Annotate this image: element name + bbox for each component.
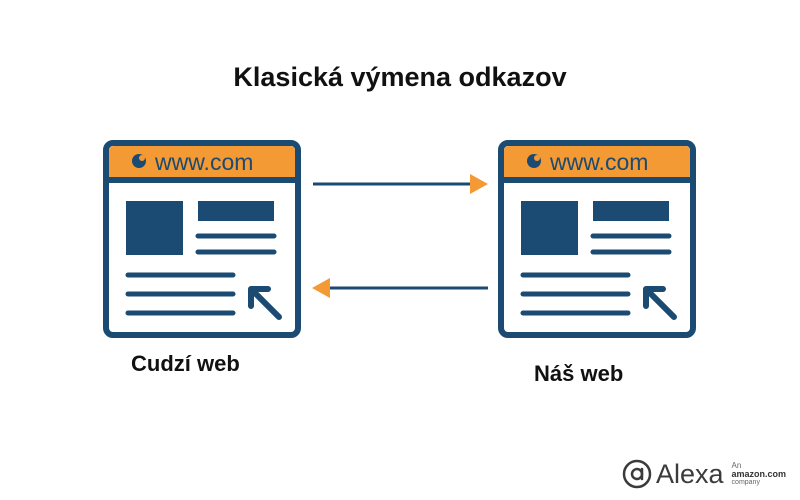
image-block-icon — [521, 201, 578, 255]
diagram-title: Klasická výmena odkazov — [233, 62, 567, 92]
left-site-label: Cudzí web — [131, 351, 240, 376]
browser-logo-icon — [132, 154, 146, 168]
alexa-logo: Alexa An amazon.com company — [622, 456, 786, 492]
cursor-arrow-icon — [248, 286, 282, 320]
logo-wordmark: Alexa — [656, 458, 724, 489]
right-site-window: www.com — [498, 140, 696, 338]
right-url: www.com — [549, 149, 648, 175]
arrow-to-right — [313, 174, 488, 194]
browser-logo-icon — [527, 154, 541, 168]
right-site-label: Náš web — [534, 361, 624, 386]
left-url: www.com — [154, 149, 253, 175]
cursor-arrow-icon — [643, 286, 677, 320]
amazon-company-tag: An amazon.com company — [731, 461, 787, 487]
image-block-icon — [126, 201, 183, 255]
left-site-window: www.com — [103, 140, 301, 338]
arrow-to-left — [312, 278, 488, 298]
at-sign-icon — [622, 459, 652, 489]
